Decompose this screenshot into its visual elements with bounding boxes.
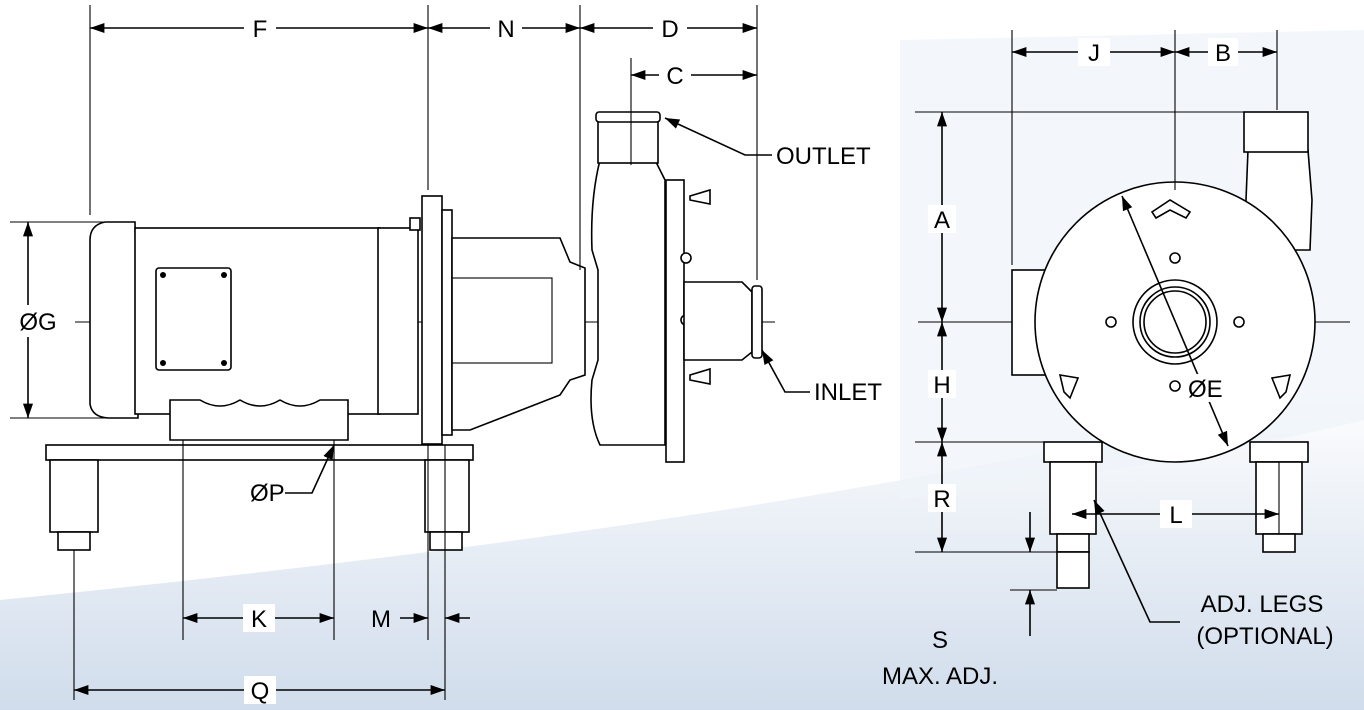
inlet-pipe bbox=[683, 281, 753, 361]
end-leg-cap bbox=[1043, 441, 1103, 463]
dim-label-S: S bbox=[932, 627, 948, 654]
dim-label-P: ØP bbox=[250, 480, 285, 507]
label-bg bbox=[1160, 500, 1192, 528]
label-bg bbox=[928, 370, 956, 398]
motor-front-ring bbox=[377, 227, 419, 415]
base-leg-right bbox=[424, 459, 470, 533]
label-bg bbox=[244, 14, 276, 42]
end-leg-extended bbox=[1056, 551, 1090, 589]
face-bolt bbox=[1105, 316, 1117, 328]
leg-foot-right bbox=[429, 531, 463, 551]
label-bg bbox=[243, 604, 275, 632]
label-bg bbox=[1078, 38, 1110, 66]
outlet-label: OUTLET bbox=[776, 143, 871, 170]
junction-screw bbox=[160, 272, 166, 278]
dim-label-Q: Q bbox=[251, 678, 270, 705]
junction-screw bbox=[221, 272, 227, 278]
cover-bolt bbox=[680, 252, 692, 264]
wing-nut bbox=[689, 188, 711, 205]
p-leader bbox=[285, 444, 335, 494]
label-bg bbox=[659, 61, 691, 89]
adapter-window bbox=[451, 277, 553, 364]
optional-label: (OPTIONAL) bbox=[1196, 623, 1333, 650]
dim-line-E bbox=[1121, 195, 1229, 447]
wing-nut bbox=[689, 367, 711, 385]
side-view: F N D C ØG K M Q ØP OUTLET INLET bbox=[8, 5, 882, 705]
inlet-label: INLET bbox=[814, 379, 882, 406]
face-wing-nut bbox=[1058, 374, 1080, 400]
dim-label-N: N bbox=[497, 16, 514, 43]
label-bg bbox=[490, 14, 522, 42]
flange-ring bbox=[441, 209, 453, 436]
junction-screw bbox=[221, 360, 227, 366]
adj-legs-leader bbox=[1093, 499, 1180, 623]
adj-legs-label: ADJ. LEGS bbox=[1201, 591, 1324, 618]
inlet-leader bbox=[761, 349, 810, 393]
label-bg bbox=[653, 14, 687, 42]
outlet-clamp bbox=[595, 111, 661, 123]
dim-label-G: ØG bbox=[19, 309, 56, 336]
leg-foot-left bbox=[57, 531, 91, 551]
dim-label-M: M bbox=[371, 606, 391, 633]
dim-label-D: D bbox=[661, 16, 678, 43]
dim-label-J: J bbox=[1088, 40, 1100, 67]
adapter-bracket bbox=[451, 237, 586, 431]
junction-screw bbox=[160, 360, 166, 366]
outlet-pipe bbox=[597, 117, 659, 164]
dim-label-H: H bbox=[933, 372, 950, 399]
dim-label-F: F bbox=[253, 16, 268, 43]
motor-end-cap bbox=[89, 221, 139, 419]
end-leg-foot bbox=[1262, 533, 1296, 553]
dim-label-R: R bbox=[933, 486, 950, 513]
face-bolt bbox=[1169, 380, 1181, 392]
dim-label-B: B bbox=[1215, 40, 1231, 67]
base-plate bbox=[45, 444, 474, 461]
end-leg bbox=[1049, 461, 1097, 535]
junction-box bbox=[155, 267, 232, 371]
label-bg bbox=[8, 305, 68, 337]
label-bg bbox=[244, 676, 276, 704]
end-leg-foot bbox=[1056, 533, 1090, 553]
dim-label-A: A bbox=[934, 207, 950, 234]
face-bolt bbox=[1169, 252, 1181, 264]
label-bg bbox=[928, 205, 956, 233]
max-adj-label: MAX. ADJ. bbox=[882, 663, 998, 690]
label-bg bbox=[1208, 38, 1238, 66]
inlet-clamp bbox=[751, 285, 763, 359]
dim-label-K: K bbox=[251, 606, 267, 633]
motor-foot bbox=[169, 399, 349, 441]
face-wing-nut bbox=[1270, 374, 1292, 400]
dim-label-L: L bbox=[1169, 502, 1182, 529]
dim-label-E: ØE bbox=[1188, 376, 1223, 403]
outlet-leader bbox=[664, 117, 772, 156]
pump-casing bbox=[590, 159, 666, 446]
motor-flange bbox=[421, 195, 443, 445]
base-leg-left bbox=[49, 459, 99, 533]
face-bolt bbox=[1233, 316, 1245, 328]
dim-label-C: C bbox=[666, 63, 683, 90]
end-leg-cap bbox=[1249, 441, 1309, 463]
flange-bolt bbox=[409, 217, 421, 231]
label-bg bbox=[928, 484, 956, 512]
end-view: J B A H R L ØE S MAX. ADJ. ADJ. LEGS (OP… bbox=[882, 30, 1350, 690]
label-bg bbox=[1183, 374, 1235, 402]
end-outlet-pipe bbox=[1243, 111, 1309, 153]
